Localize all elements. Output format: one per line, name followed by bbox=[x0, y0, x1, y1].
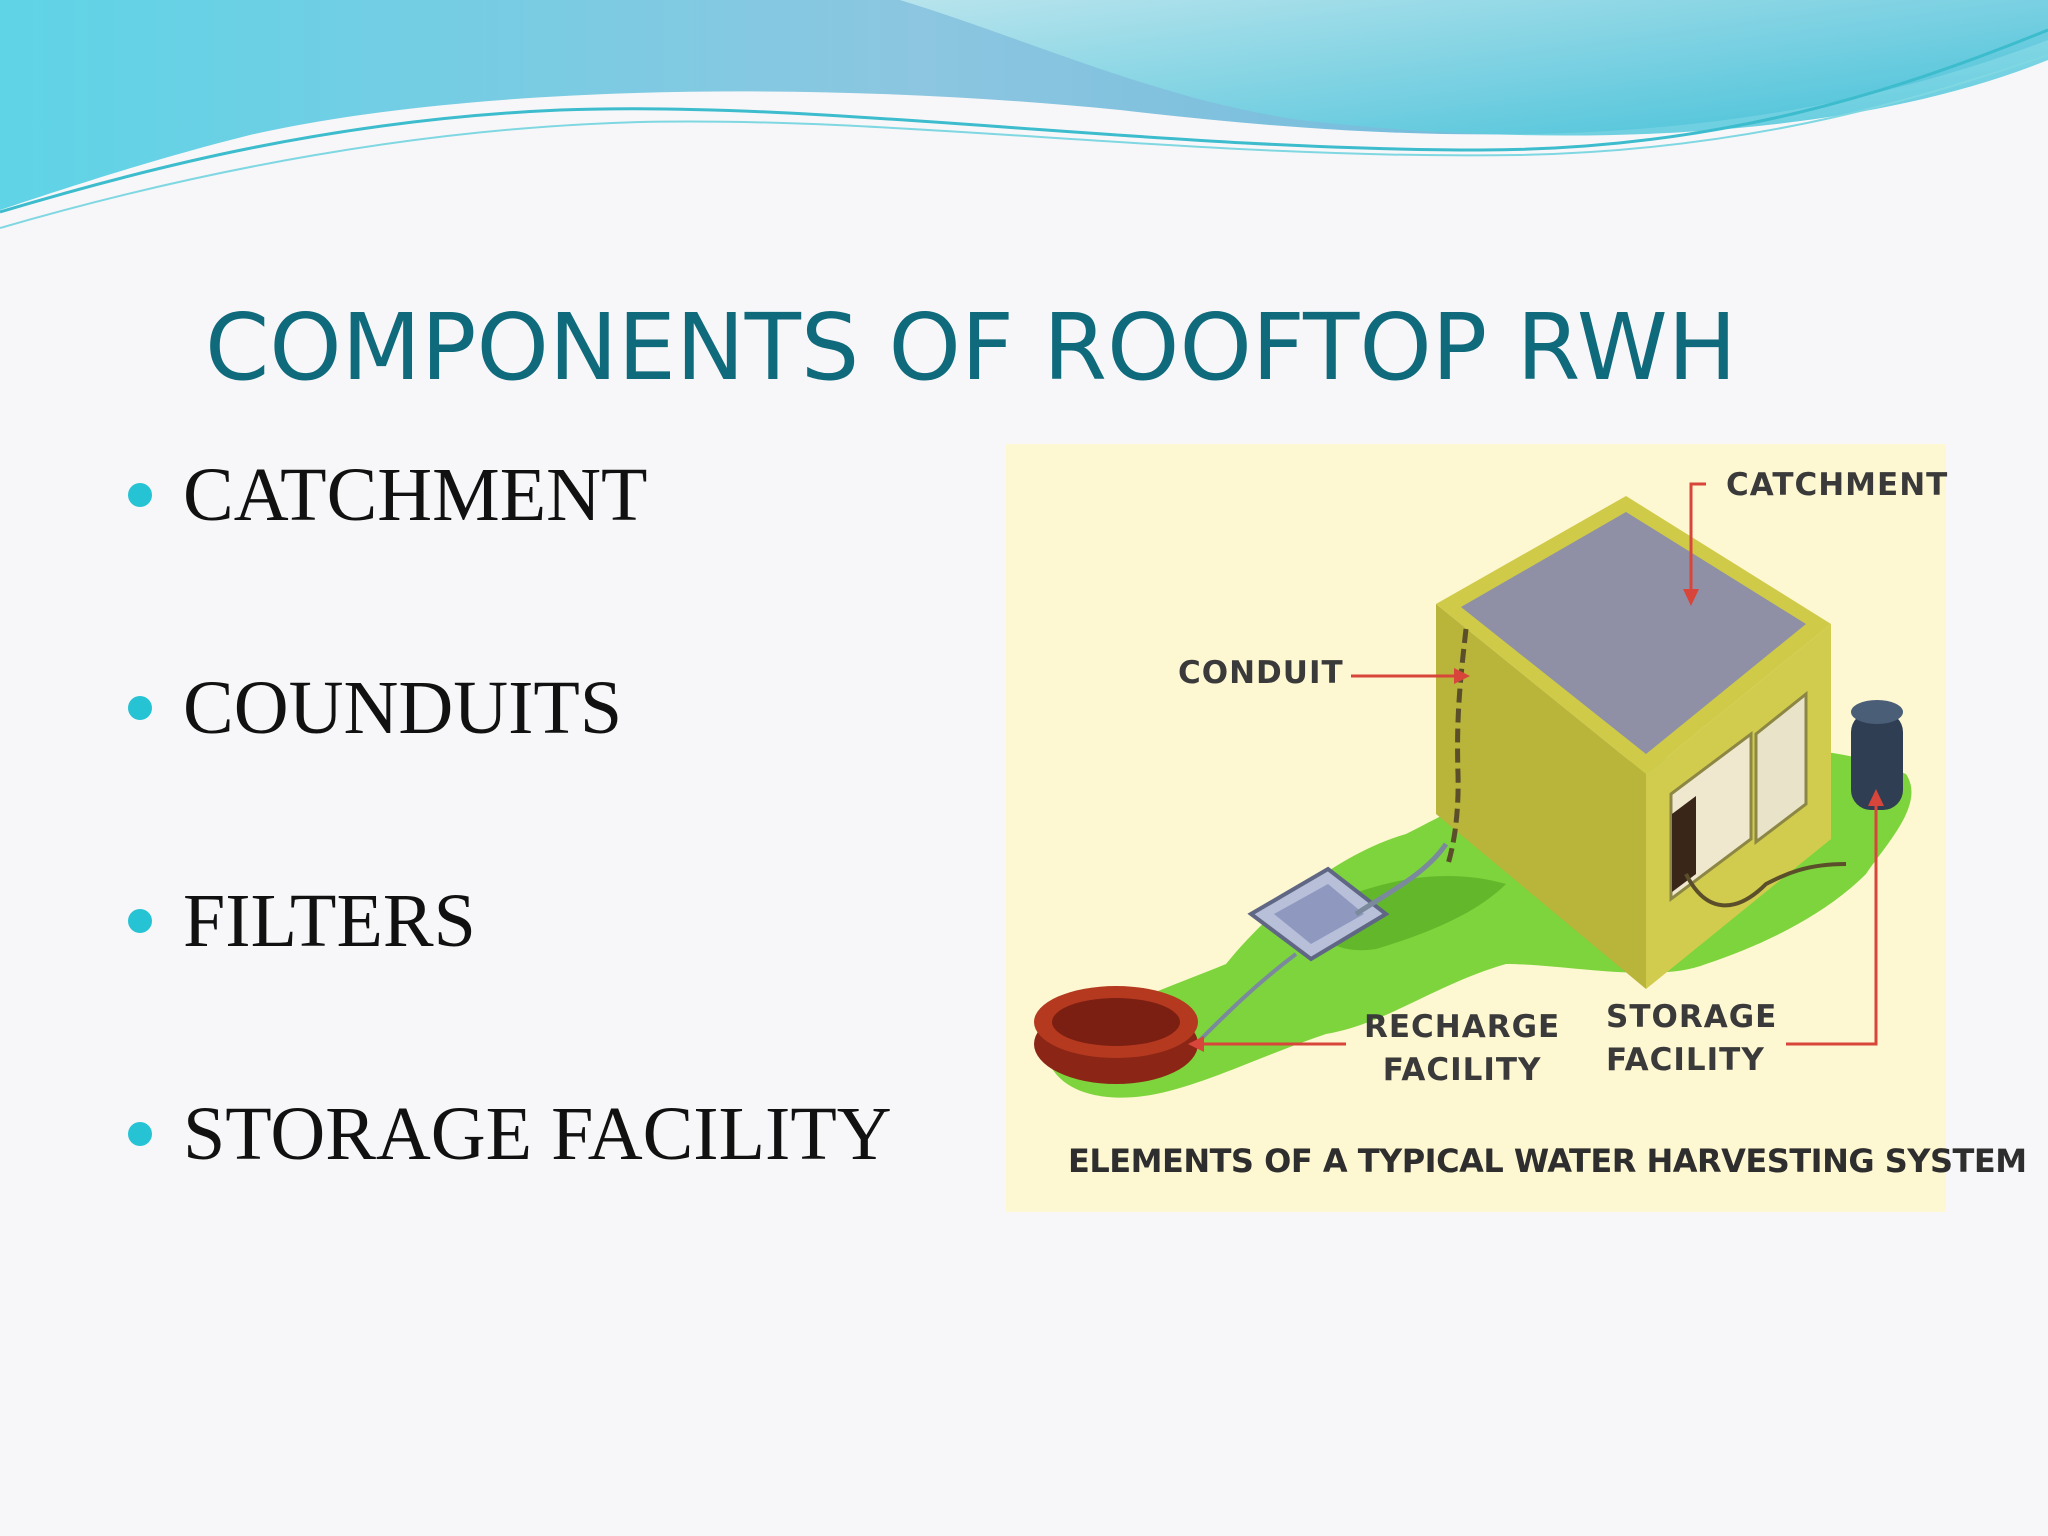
bullet-item-storage-facility: STORAGE FACILITY bbox=[128, 1079, 892, 1189]
rwh-illustration bbox=[1034, 482, 1912, 1098]
header-wave-decoration bbox=[0, 0, 2048, 229]
bullet-label: FILTERS bbox=[183, 879, 476, 963]
bullet-label: COUNDUITS bbox=[183, 666, 623, 750]
recharge-arrowhead bbox=[1188, 1036, 1204, 1052]
bullet-dot-icon bbox=[128, 1122, 152, 1146]
bullet-item-filters: FILTERS bbox=[128, 866, 476, 976]
rwh-system-diagram: CATCHMENT CONDUIT RECHARGE FACILITY STOR… bbox=[1006, 444, 2027, 1212]
storage-tank-top bbox=[1851, 700, 1903, 724]
conduit-pipe bbox=[1445, 628, 1469, 865]
house-left-face bbox=[1436, 604, 1646, 989]
outlet-pipe bbox=[1684, 862, 1847, 908]
bullet-label: CATCHMENT bbox=[183, 453, 648, 537]
bullet-dot-icon bbox=[128, 909, 152, 933]
recharge-pipe bbox=[1194, 952, 1298, 1046]
storage-facility-label: STORAGE FACILITY bbox=[1606, 999, 1778, 1078]
storage-arrowhead bbox=[1868, 789, 1884, 806]
house-window-pane bbox=[1754, 690, 1808, 846]
house-door bbox=[1672, 796, 1696, 892]
conduit-label: CONDUIT bbox=[1178, 655, 1344, 691]
bullet-label: STORAGE FACILITY bbox=[183, 1092, 892, 1176]
recharge-pit-inner bbox=[1052, 998, 1180, 1046]
catchment-arrow bbox=[1689, 482, 1706, 594]
catchment-arrowhead bbox=[1683, 589, 1699, 606]
label-arrows bbox=[1201, 482, 1878, 1046]
storage-arrow bbox=[1786, 802, 1878, 1046]
bullet-dot-icon bbox=[128, 483, 152, 507]
bullet-item-catchment: CATCHMENT bbox=[128, 440, 647, 550]
bullet-dot-icon bbox=[128, 696, 152, 720]
recharge-facility-label: RECHARGE FACILITY bbox=[1364, 1009, 1561, 1088]
catchment-roof-surface bbox=[1461, 512, 1806, 754]
bullet-item-counduits: COUNDUITS bbox=[128, 653, 622, 763]
catchment-label: CATCHMENT bbox=[1726, 467, 1949, 503]
arrow-heads bbox=[1188, 589, 1884, 1052]
filter-box-inner bbox=[1274, 884, 1364, 944]
filter-inlet-pipe bbox=[1354, 842, 1449, 917]
figure-caption: ELEMENTS OF A TYPICAL WATER HARVESTING S… bbox=[1068, 1142, 2027, 1180]
conduit-arrowhead bbox=[1454, 668, 1470, 684]
storage-tank bbox=[1851, 712, 1903, 810]
slide-title: COMPONENTS OF ROOFTOP RWH bbox=[205, 294, 1737, 401]
